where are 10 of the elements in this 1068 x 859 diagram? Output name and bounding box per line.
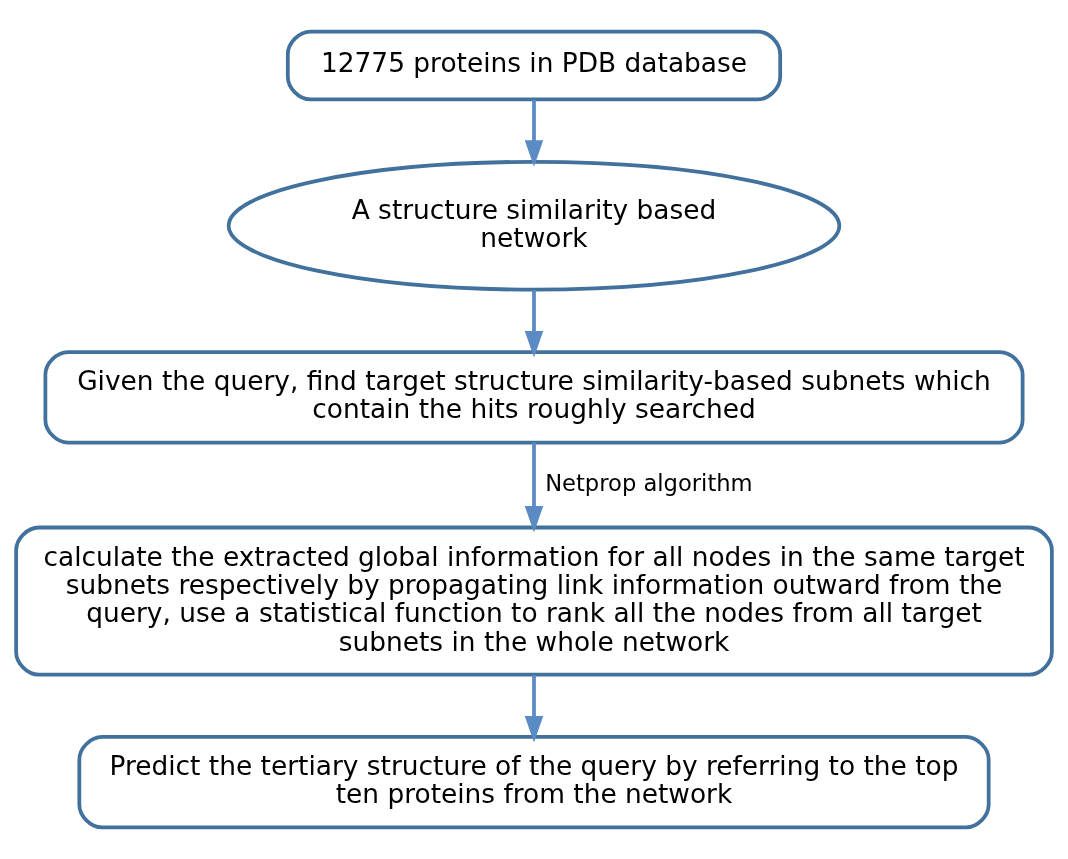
node-box: calculate the extracted global information for all nodes in the same target subnets respectively by propagating link information outward from the query, use a statistical function to rank all the nodes from all target subnets in the whole network (14, 525, 1054, 677)
node-box: Predict the tertiary structure of the query by referring to the top ten proteins from the network (77, 735, 991, 830)
node-ellipse: A structure similarity based network (226, 159, 842, 292)
edge-label: Netprop algorithm (545, 469, 753, 496)
arrow (524, 99, 544, 167)
arrow (524, 675, 544, 743)
node-box: Given the query, find target structure similarity-based subnets which contain the hits roughly searched (43, 350, 1025, 445)
arrow (524, 442, 544, 533)
node-box: 12775 proteins in PDB database (285, 29, 783, 102)
arrow (524, 290, 544, 358)
